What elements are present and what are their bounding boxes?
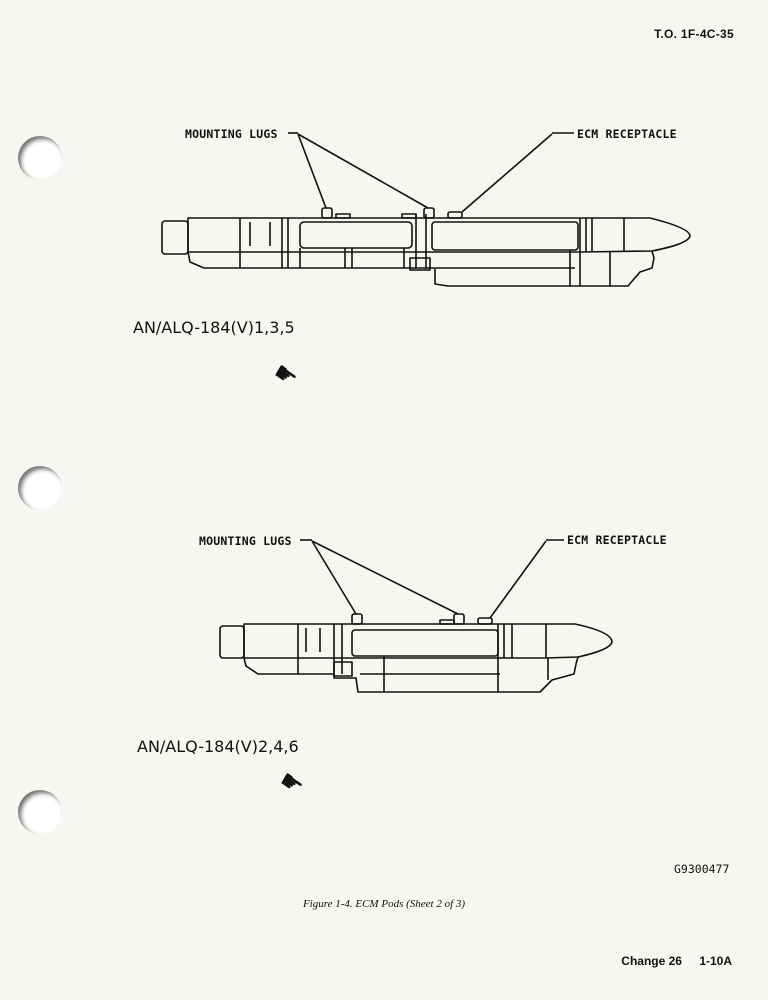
binder-hole-middle bbox=[18, 466, 62, 510]
mounting-lugs-callout-top: MOUNTING LUGS bbox=[185, 127, 278, 141]
model-label-top: AN/ALQ-184(V)1,3,5 bbox=[133, 318, 295, 337]
page-number: 1-10A bbox=[699, 954, 732, 968]
ecm-pod-top bbox=[161, 207, 691, 287]
leader-lines-top bbox=[288, 132, 574, 213]
leader-lines-bottom bbox=[300, 539, 564, 619]
binder-hole-bottom bbox=[18, 790, 62, 834]
illustration-code: G9300477 bbox=[674, 862, 730, 876]
model-label-bottom: AN/ALQ-184(V)2,4,6 bbox=[137, 737, 299, 756]
ecm-pod-bottom bbox=[219, 613, 613, 693]
binder-hole-top bbox=[18, 136, 62, 180]
page-footer: Change 26 1-10A bbox=[607, 954, 732, 968]
document-number: T.O. 1F-4C-35 bbox=[654, 27, 734, 41]
mounting-lugs-callout-bottom: MOUNTING LUGS bbox=[199, 534, 292, 548]
ecm-receptacle-callout-bottom: ECM RECEPTACLE bbox=[567, 533, 667, 547]
figure-caption: Figure 1-4. ECM Pods (Sheet 2 of 3) bbox=[302, 898, 466, 910]
ecm-receptacle-callout-top: ECM RECEPTACLE bbox=[577, 127, 677, 141]
change-number: Change 26 bbox=[621, 954, 682, 968]
